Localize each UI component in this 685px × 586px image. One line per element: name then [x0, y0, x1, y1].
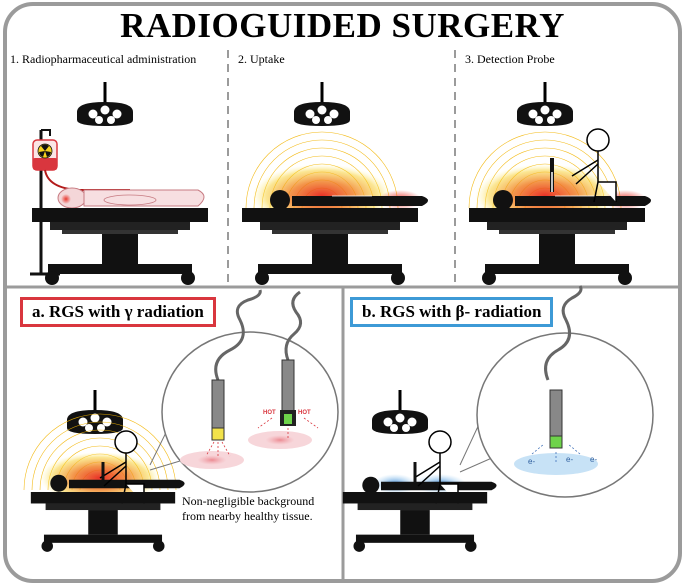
radiopharmaceutical-bag: [32, 139, 58, 171]
beta-probe-tip: [549, 435, 563, 449]
page-title: RADIOGUIDED SURGERY: [120, 6, 565, 45]
step1-illustration: [30, 80, 208, 285]
gamma-probe-cable-1: [214, 289, 262, 381]
beta-patient: [362, 476, 497, 494]
beta-electron-label-right: e-: [590, 455, 597, 464]
step2-label: 2. Uptake: [238, 52, 285, 66]
gamma-hot-label-right: HOT: [298, 410, 311, 416]
beta-electron-label-left: e-: [528, 457, 535, 466]
gamma-probe-cable-2: [284, 290, 302, 361]
gamma-probe-tip-2: [284, 414, 292, 424]
beta-zoom-bubble: [476, 332, 654, 498]
step1-label: 1. Radiopharmaceutical administration: [10, 52, 197, 66]
beta-probe-body: [549, 389, 563, 441]
gamma-rays-2: [257, 417, 319, 438]
gamma-hot-label-left: HOT: [263, 410, 276, 416]
step3-illustration: [468, 80, 652, 285]
gamma-table: [30, 492, 176, 552]
gamma-background-note: Non-negligible background from nearby he…: [182, 494, 314, 524]
step1-patient: [57, 187, 205, 209]
step2-illustration: [242, 80, 429, 285]
gamma-note-line-1: Non-negligible background: [182, 494, 315, 508]
beta-electron-label-center: e-: [566, 455, 573, 464]
gamma-probe-tip-1: [211, 427, 225, 441]
gamma-tumor-spot-2: [265, 435, 295, 445]
beta-electron-tracks: [531, 443, 581, 462]
gamma-note-line-2: from nearby healthy tissue.: [182, 509, 313, 523]
gamma-tumor-spot-1: [197, 455, 227, 465]
beta-probe-cable: [544, 285, 583, 381]
gamma-rays-1: [205, 441, 231, 458]
step3-label: 3. Detection Probe: [465, 52, 555, 66]
beta-panel-illustration: e- e- e-: [342, 285, 654, 552]
beta-tissue-spot: [514, 453, 598, 475]
gamma-probe-body-2: [281, 359, 295, 415]
gamma-zoom-bubble: [161, 331, 339, 493]
gamma-panel-illustration: HOT HOT: [23, 289, 339, 552]
beta-table: [342, 492, 488, 552]
beta-panel-label: b. RGS with β- radiation: [350, 297, 554, 327]
gamma-panel-label: a. RGS with γ radiation: [20, 297, 216, 327]
